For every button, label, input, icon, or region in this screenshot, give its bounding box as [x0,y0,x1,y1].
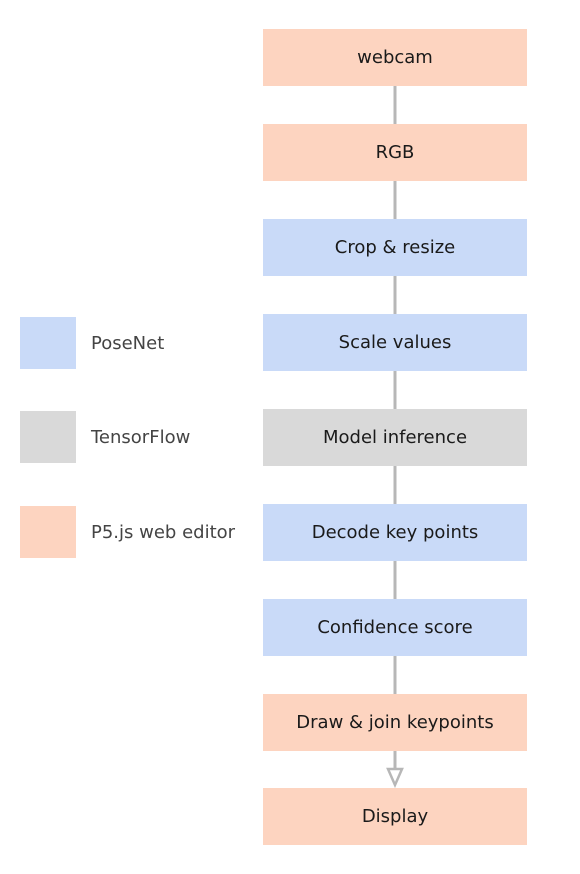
legend-swatch-tensorflow [20,411,76,463]
step-webcam: webcam [263,29,527,86]
legend-swatch-p5js [20,506,76,558]
legend-label-tensorflow: TensorFlow [91,426,191,448]
arrowhead-icon [386,767,404,789]
step-scale-values: Scale values [263,314,527,371]
step-confidence-score: Confidence score [263,599,527,656]
step-crop-resize: Crop & resize [263,219,527,276]
legend-label-posenet: PoseNet [91,332,165,354]
step-display: Display [263,788,527,845]
legend-label-p5js: P5.js web editor [91,521,236,543]
step-rgb: RGB [263,124,527,181]
legend-swatch-posenet [20,317,76,369]
step-model-inference: Model inference [263,409,527,466]
step-decode-key-points: Decode key points [263,504,527,561]
step-draw-join-keypoints: Draw & join keypoints [263,694,527,751]
